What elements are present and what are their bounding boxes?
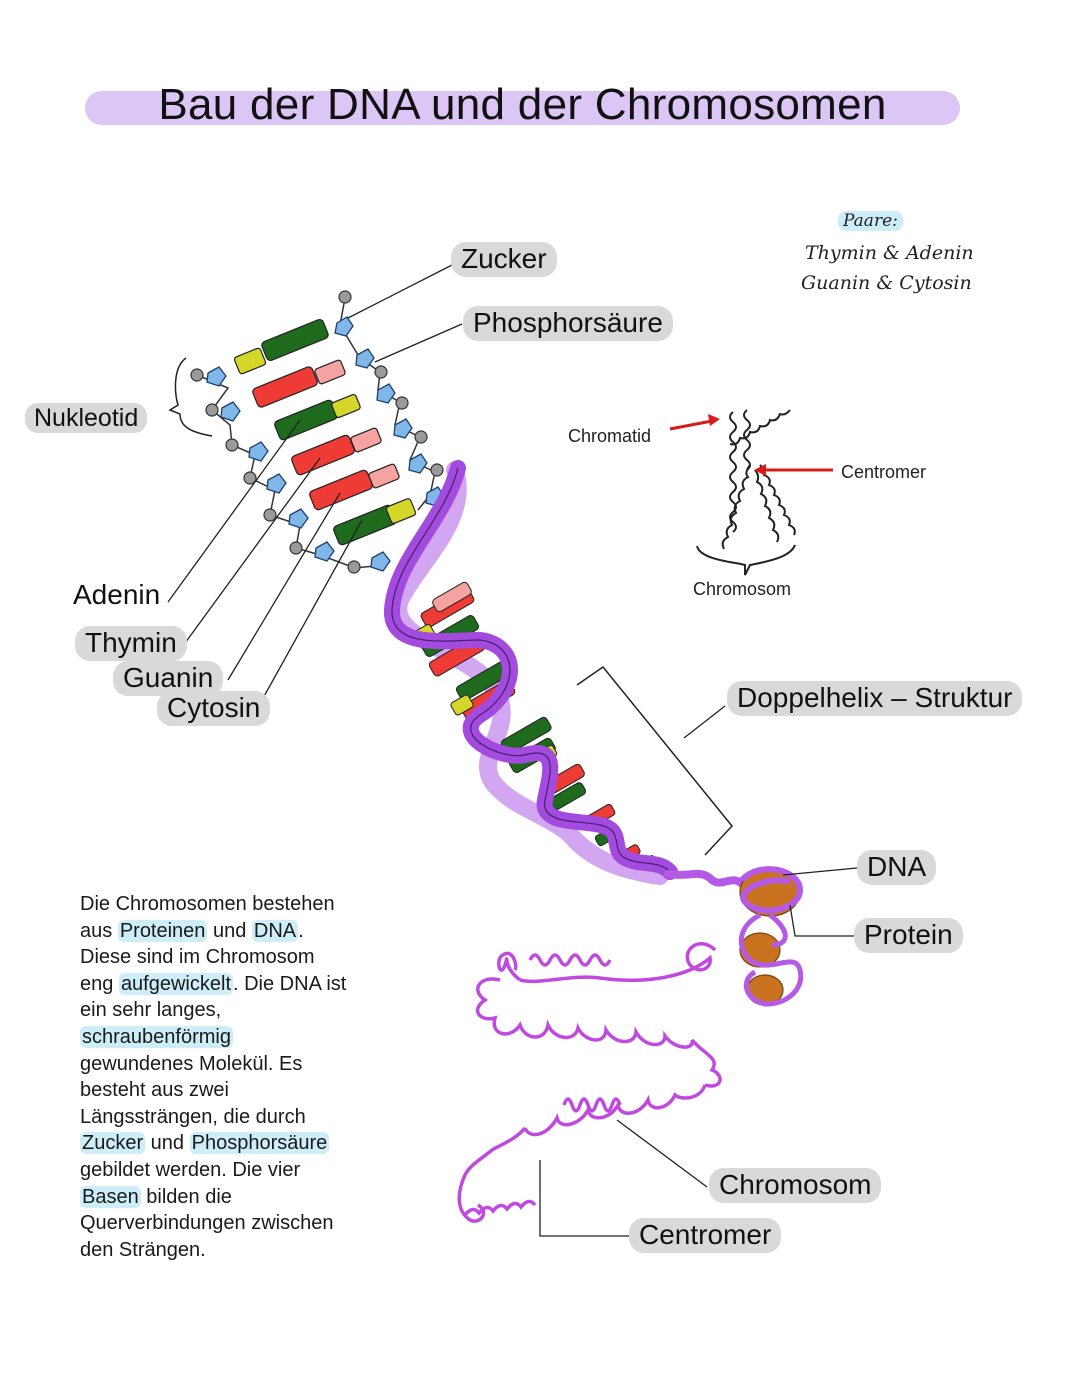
leader-lines: [167, 264, 463, 701]
label-doppelhelix: Doppelhelix – Struktur: [727, 681, 1023, 716]
para-line: eng aufgewickelt. Die DNA ist: [80, 972, 347, 995]
highlight: Phosphorsäure: [189, 1132, 330, 1155]
pairs-line-2: Guanin & Cytosin: [801, 272, 972, 294]
label-chromosom-bottom: Chromosom: [709, 1168, 882, 1203]
para-line: aus Proteinen und DNA.: [80, 919, 304, 942]
para-line: schraubenförmig: [80, 1024, 410, 1051]
nukleotid-bracket: [168, 357, 213, 437]
dna-helix: [384, 460, 678, 885]
para-line: Zucker und Phosphorsäure: [80, 1132, 330, 1155]
x-chromosome: [721, 409, 796, 550]
highlight: Zucker: [80, 1132, 146, 1155]
para-line: Basen bilden die: [80, 1185, 232, 1208]
pairs-heading: Paare:: [838, 211, 903, 231]
para-line: gewundenes Molekül. Es: [80, 1052, 303, 1075]
nucleosomes: [738, 866, 804, 1007]
para-line: Längssträngen, die durch: [80, 1105, 306, 1128]
highlight: aufgewickelt: [118, 972, 233, 995]
doppelhelix-bracket: [576, 665, 733, 856]
label-nukleotid: Nukleotid: [25, 403, 148, 433]
label-cytosin: Cytosin: [157, 691, 271, 726]
description-paragraph: Die Chromosomen bestehen aus Proteinen u…: [80, 891, 410, 1263]
para-line: Die Chromosomen bestehen: [80, 893, 335, 915]
label-centromer-top: Centromer: [841, 462, 927, 482]
para-line: den Strängen.: [80, 1238, 206, 1261]
para-line: gebildet werden. Die vier: [80, 1158, 301, 1181]
label-centromer-bottom: Centromer: [629, 1218, 782, 1253]
para-line: Querverbindungen zwischen: [80, 1212, 334, 1235]
label-chromatid: Chromatid: [568, 426, 652, 446]
highlight: Basen: [80, 1185, 141, 1208]
highlight: schraubenförmig: [80, 1025, 233, 1048]
pairs-line-1: Thymin & Adenin: [805, 242, 974, 264]
label-zucker: Zucker: [451, 242, 557, 277]
chromosome-coil: [457, 942, 722, 1223]
label-guanin: Guanin: [113, 661, 224, 696]
highlight: DNA: [251, 919, 299, 942]
dna-coil: [664, 869, 746, 888]
label-thymin: Thymin: [75, 626, 187, 661]
page-title: Bau der DNA und der Chromosomen: [158, 80, 887, 129]
label-phosphorsaeure: Phosphorsäure: [463, 306, 673, 341]
dna-ladder: [190, 290, 445, 574]
red-arrows: [669, 414, 833, 476]
highlight: Proteinen: [117, 919, 208, 942]
label-protein: Protein: [854, 918, 963, 953]
label-chromosom-top: Chromosom: [693, 579, 792, 599]
label-adenin: Adenin: [73, 579, 161, 610]
chromosom-brace: [696, 544, 796, 576]
label-dna: DNA: [857, 850, 937, 885]
para-line: besteht aus zwei: [80, 1079, 229, 1102]
para-line: Diese sind im Chromosom: [80, 946, 315, 969]
para-line: ein sehr langes,: [80, 999, 222, 1022]
title-highlight: [85, 91, 960, 125]
